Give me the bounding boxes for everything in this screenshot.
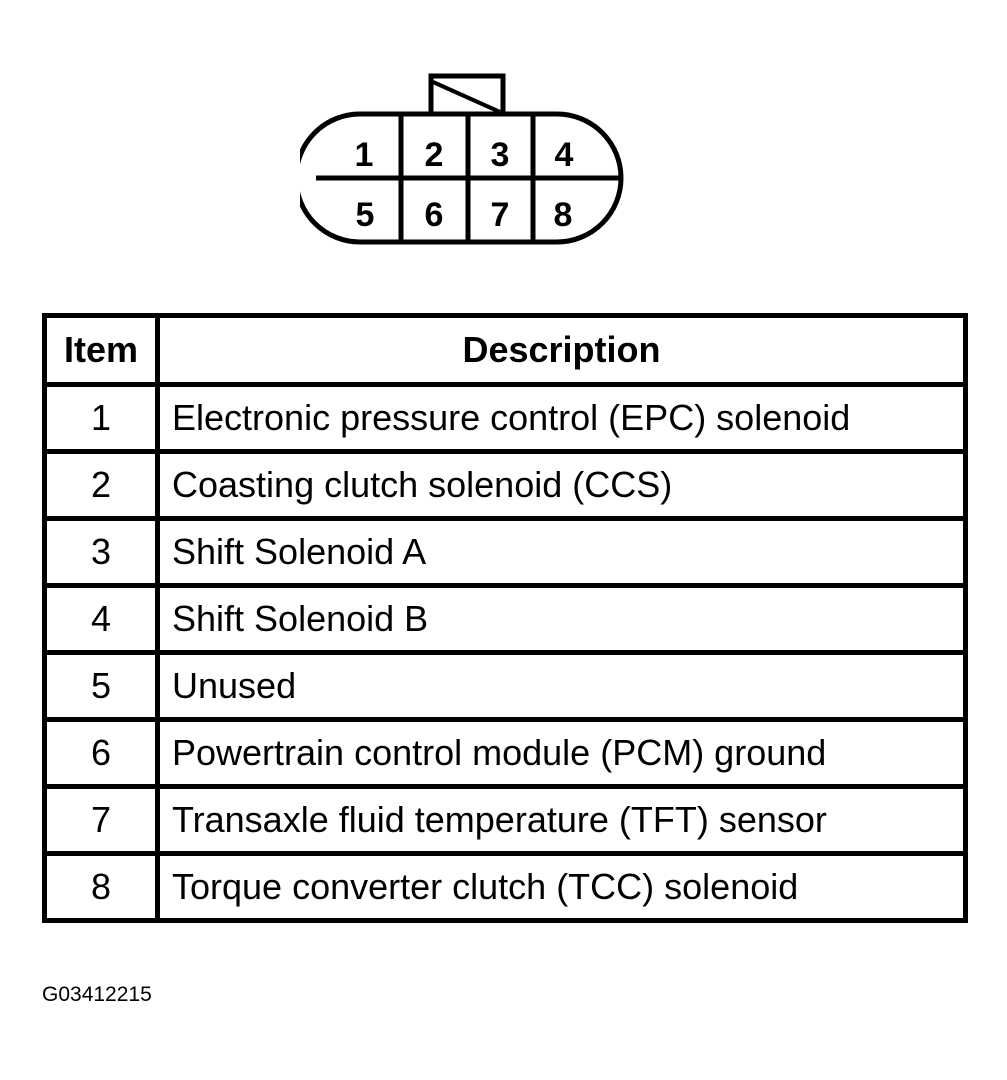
pin-label: 6 [425, 196, 444, 234]
pin-label: 8 [554, 196, 573, 234]
item-cell: 2 [42, 449, 160, 521]
description-cell: Transaxle fluid temperature (TFT) sensor [155, 784, 968, 856]
table-row: 6 Powertrain control module (PCM) ground [42, 717, 968, 789]
table-row: 1 Electronic pressure control (EPC) sole… [42, 382, 968, 454]
item-cell: 6 [42, 717, 160, 789]
pin-label: 7 [491, 196, 510, 234]
connector-diagram: 1 2 3 4 5 6 7 8 [300, 73, 624, 245]
table-row: 4 Shift Solenoid B [42, 583, 968, 655]
pin-description-table: Item Description 1 Electronic pressure c… [42, 313, 968, 923]
item-cell: 1 [42, 382, 160, 454]
description-cell: Shift Solenoid B [155, 583, 968, 655]
table-row: 8 Torque converter clutch (TCC) solenoid [42, 851, 968, 923]
description-cell: Powertrain control module (PCM) ground [155, 717, 968, 789]
pin-label: 1 [355, 136, 374, 174]
item-cell: 7 [42, 784, 160, 856]
table-row: 2 Coasting clutch solenoid (CCS) [42, 449, 968, 521]
item-cell: 3 [42, 516, 160, 588]
pin-label: 4 [555, 136, 574, 174]
table-row: 5 Unused [42, 650, 968, 722]
item-cell: 5 [42, 650, 160, 722]
item-cell: 8 [42, 851, 160, 923]
item-column-header: Item [42, 313, 160, 387]
pin-label: 3 [491, 136, 510, 174]
figure-id-label: G03412215 [42, 983, 152, 1006]
description-cell: Coasting clutch solenoid (CCS) [155, 449, 968, 521]
description-cell: Unused [155, 650, 968, 722]
description-column-header: Description [155, 313, 968, 387]
connector-lock-tab [428, 73, 506, 117]
table-row: 7 Transaxle fluid temperature (TFT) sens… [42, 784, 968, 856]
description-cell: Electronic pressure control (EPC) soleno… [155, 382, 968, 454]
description-cell: Shift Solenoid A [155, 516, 968, 588]
description-cell: Torque converter clutch (TCC) solenoid [155, 851, 968, 923]
table-row: 3 Shift Solenoid A [42, 516, 968, 588]
table-header-row: Item Description [42, 313, 968, 387]
pin-label: 2 [425, 136, 444, 174]
pin-label: 5 [356, 196, 375, 234]
item-cell: 4 [42, 583, 160, 655]
